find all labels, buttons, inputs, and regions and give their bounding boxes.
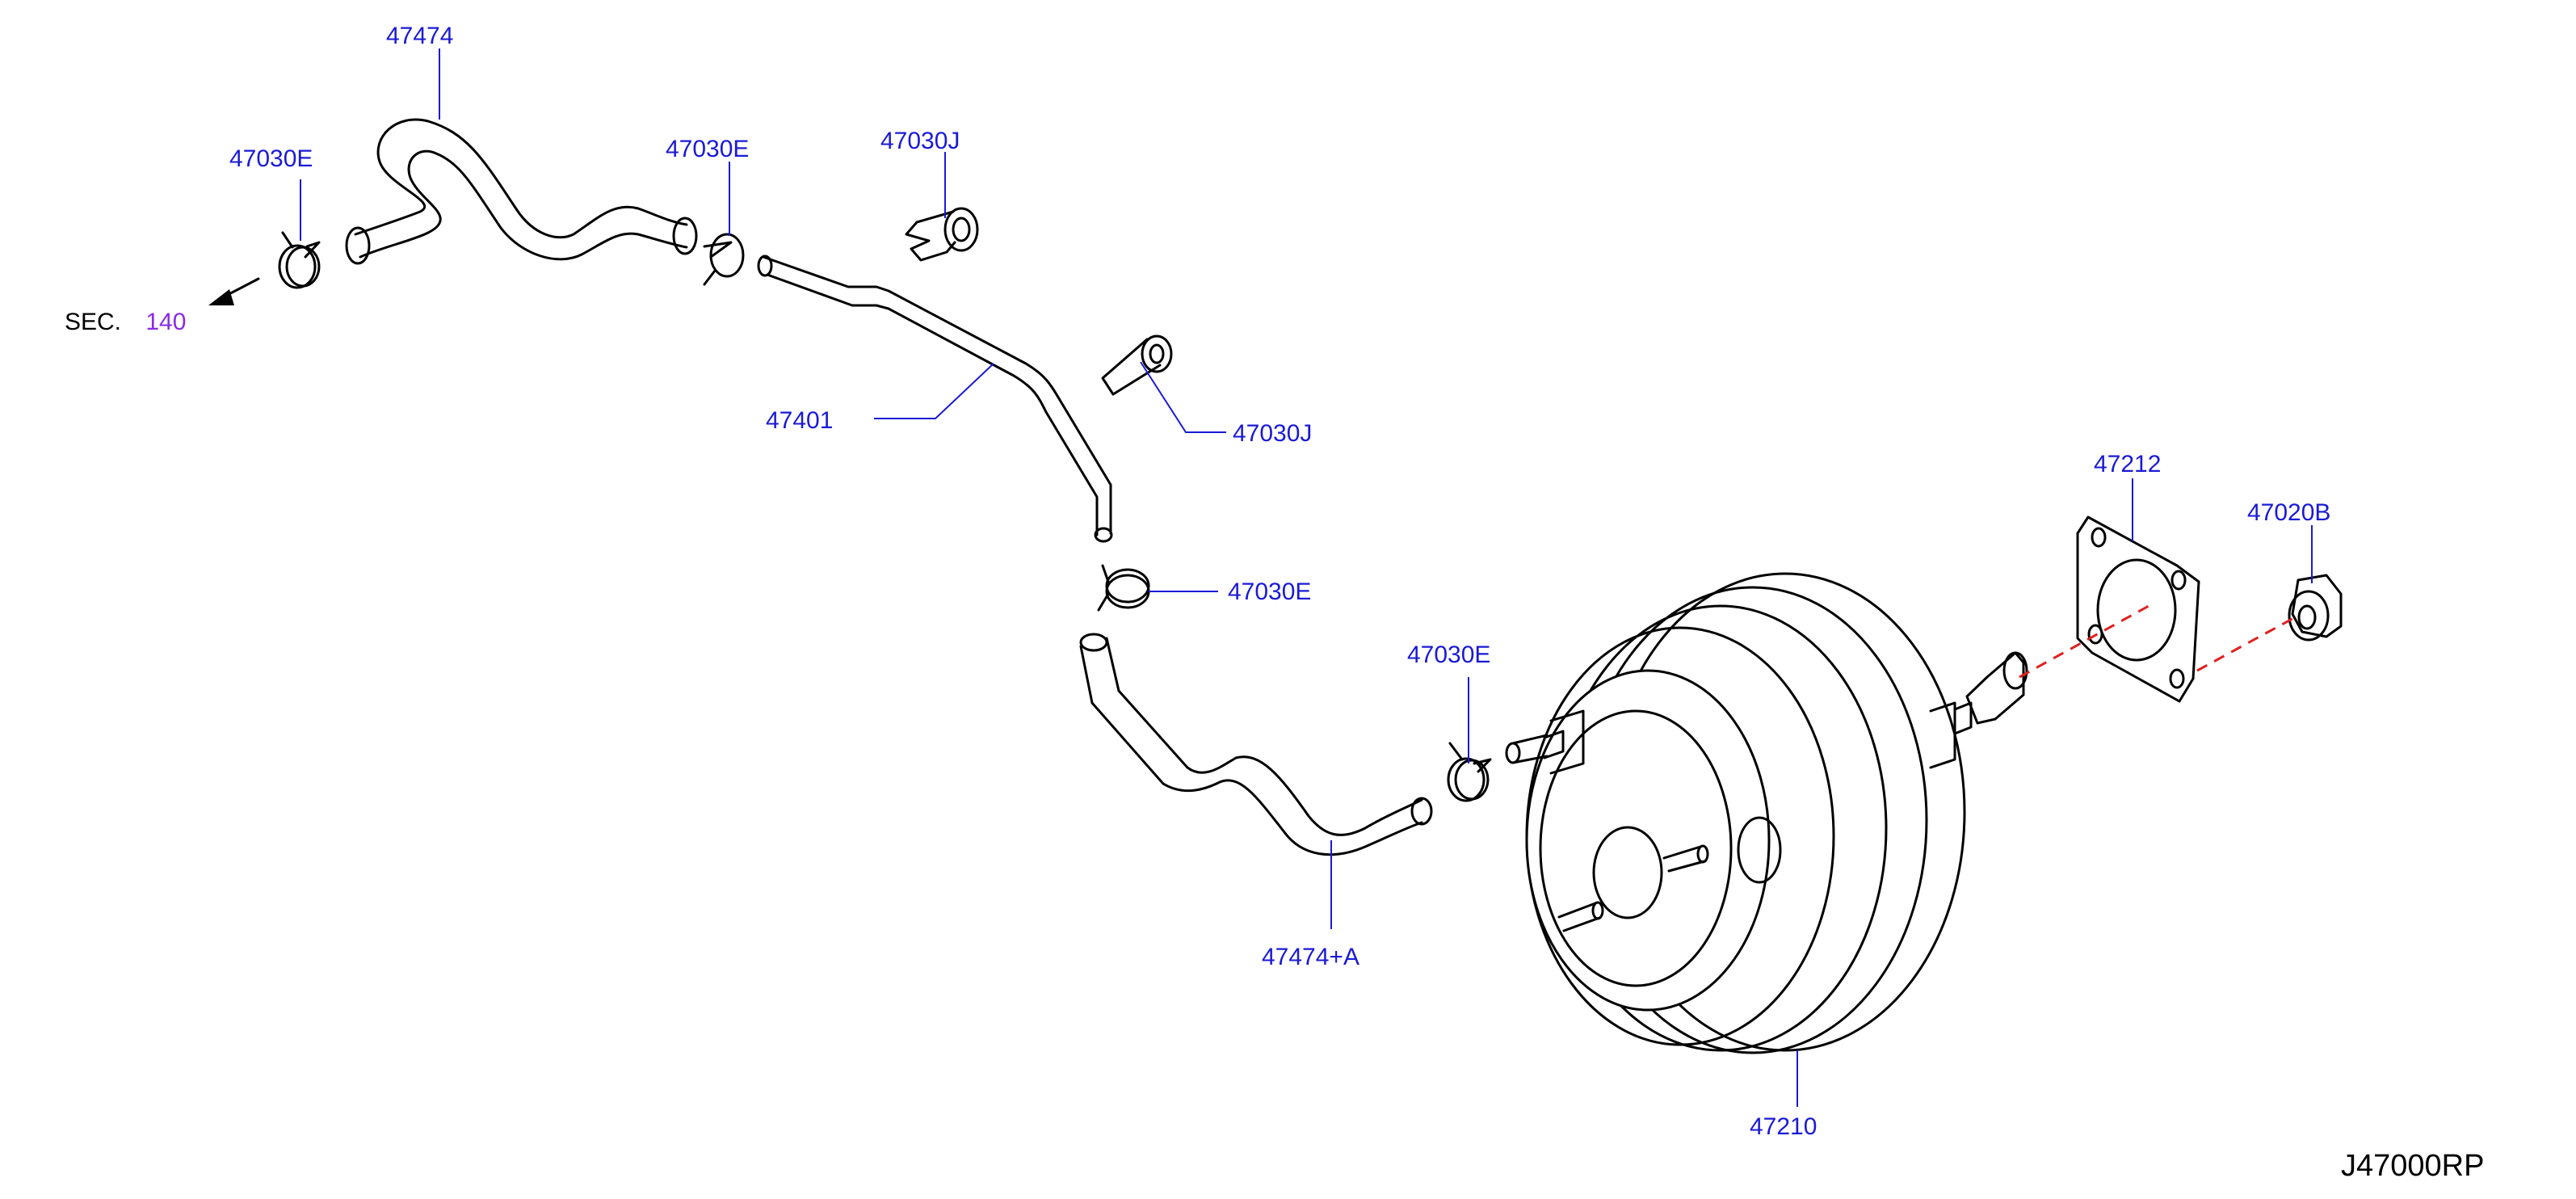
mounting-line-stud-gasket bbox=[2019, 604, 2149, 679]
mounting-line-gasket-nut bbox=[2196, 614, 2299, 672]
callout-47030e-upper-mid: 47030E bbox=[666, 136, 750, 162]
lower-hose-clip bbox=[1101, 334, 1173, 396]
callout-47030e-booster: 47030E bbox=[1407, 642, 1491, 668]
callout-47474-a: 47474+A bbox=[1262, 944, 1359, 970]
callout-47030j-upper: 47030J bbox=[880, 128, 960, 154]
section-number[interactable]: 140 bbox=[145, 309, 187, 335]
mid-hose-clamp bbox=[1097, 564, 1150, 612]
brake-booster bbox=[1505, 572, 2028, 1054]
callout-47030e-mid: 47030E bbox=[1228, 578, 1312, 605]
section-arrow bbox=[208, 277, 260, 305]
callout-47020b: 47020B bbox=[2247, 499, 2331, 526]
callout-47210: 47210 bbox=[1750, 1113, 1817, 1140]
section-prefix: SEC. bbox=[65, 309, 122, 335]
upper-mid-hose-clamp bbox=[703, 233, 745, 286]
callout-47212: 47212 bbox=[2094, 451, 2162, 477]
callout-47401: 47401 bbox=[766, 407, 834, 434]
upper-hose-clip bbox=[905, 207, 979, 262]
callout-47474: 47474 bbox=[386, 23, 454, 49]
callout-leaders bbox=[300, 48, 2313, 1107]
callout-47030j-lower: 47030J bbox=[1233, 420, 1313, 447]
diagram-code: J47000RP bbox=[2341, 1149, 2485, 1183]
booster-hose-clamp bbox=[1447, 742, 1492, 802]
upper-hose bbox=[345, 118, 698, 265]
callout-47030e-left: 47030E bbox=[229, 145, 313, 172]
section-reference: SEC. 140 bbox=[65, 310, 186, 334]
left-hose-clamp bbox=[278, 231, 321, 289]
metal-tube bbox=[757, 255, 1113, 543]
booster-gasket bbox=[2076, 515, 2200, 703]
lower-hose bbox=[1079, 633, 1433, 856]
booster-nut bbox=[2288, 574, 2343, 642]
